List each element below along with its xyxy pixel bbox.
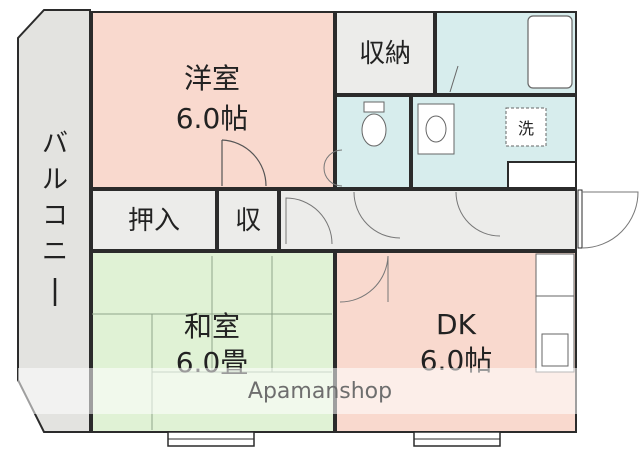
kitchen-counter <box>535 253 575 373</box>
western-room-size: 6.0帖 <box>176 102 249 135</box>
storage-small <box>217 189 279 251</box>
watermark-logo: Apamanshop <box>248 379 392 404</box>
closet-oshiire-label: 押入 <box>128 206 180 236</box>
washing-machine-icon: 洗 <box>505 107 547 147</box>
balcony-label: バ ル コ ニ <box>42 129 68 306</box>
dk-door-swing <box>339 255 389 303</box>
western-room-name: 洋室 <box>184 62 240 95</box>
balcony-char-1: バ <box>42 129 68 159</box>
bath-door-mark <box>449 65 459 93</box>
watermark-band <box>18 368 622 414</box>
bathtub-icon <box>527 15 573 89</box>
japanese-room-name: 和室 <box>184 310 240 343</box>
balcony-char-2: ル <box>42 165 68 195</box>
balcony-area <box>17 9 91 433</box>
toilet-icon <box>361 101 387 147</box>
washing-machine-label: 洗 <box>518 119 534 138</box>
entrance-door <box>577 189 583 249</box>
hallway <box>279 189 577 251</box>
sink-icon <box>417 103 455 155</box>
western-room <box>91 11 335 189</box>
storage-top-label: 収納 <box>359 39 411 69</box>
closet-oshiire <box>91 189 217 251</box>
toilet-door-swing <box>323 149 343 187</box>
storage-top <box>335 11 435 95</box>
hallway-door-swings <box>285 191 501 245</box>
western-door-swing <box>221 139 267 187</box>
balcony-char-3: コ <box>42 201 68 231</box>
entrance-door-swing <box>581 191 639 249</box>
balcony-char-4: ニ <box>42 237 68 267</box>
storage-small-label: 収 <box>235 206 261 236</box>
shoe-cabinet <box>507 161 577 189</box>
dk-room-name: DK <box>436 308 477 341</box>
